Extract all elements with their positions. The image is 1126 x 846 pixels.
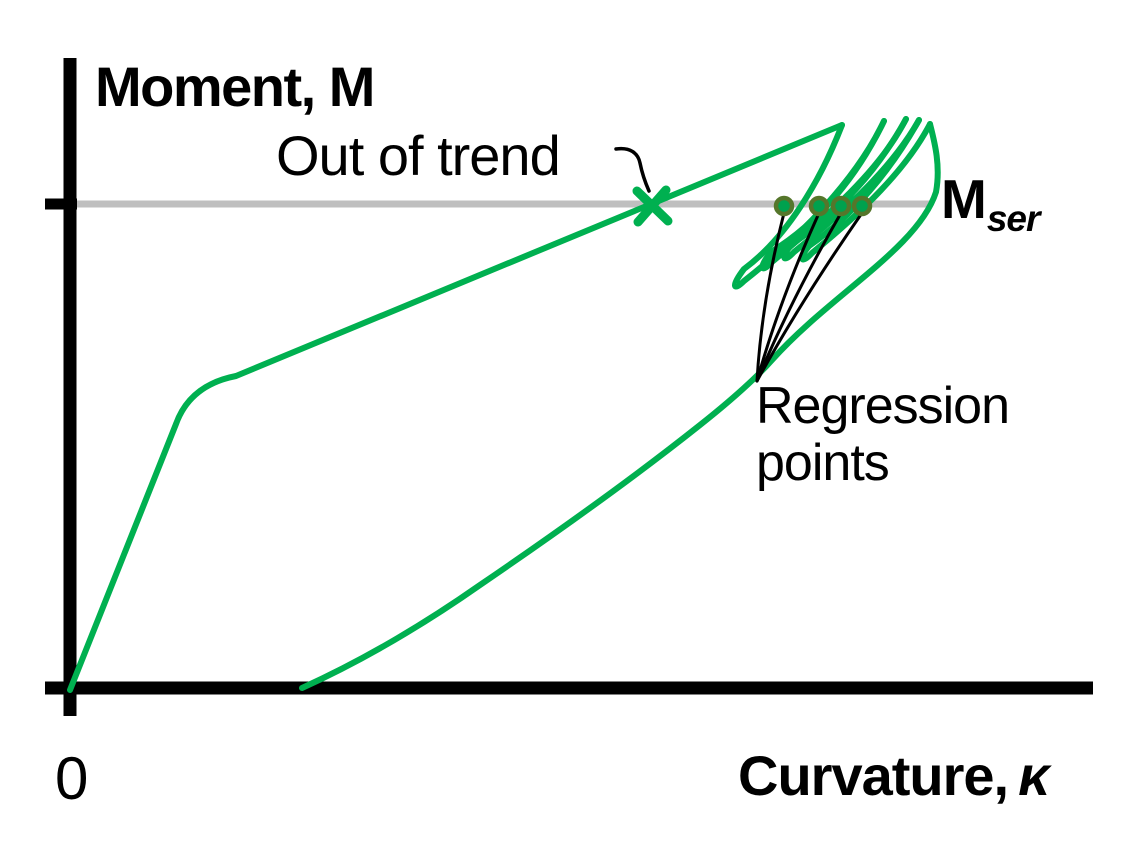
x-axis-title: Curvature,κ [738,744,1050,807]
hysteresis-loop-4 [799,117,933,263]
regression-label-line1: Regression [756,377,1010,435]
x-axis-title-base: Curvature, [738,744,1009,807]
out-of-trend-callout-line [614,146,651,193]
out-of-trend-label: Out of trend [276,124,561,187]
regression-point-dot [830,195,852,217]
mser-subscript: ser [986,198,1041,239]
kappa-symbol: κ [1018,744,1050,807]
x-marker-stroke-2 [633,185,671,227]
reloading-envelope [299,121,941,691]
regression-dots [773,195,873,217]
regression-point-dot [808,195,830,217]
mser-base: M [941,168,987,230]
loading-branch [67,122,845,693]
origin-label: 0 [55,745,89,812]
regression-line [755,211,786,383]
regression-point-dot [773,195,795,217]
hysteresis-loop-3 [781,116,922,262]
regression-points-label: Regression points [756,378,1096,492]
out-of-trend-x-marker [632,185,673,227]
hysteresis-curve [67,116,941,693]
regression-lines [755,211,864,383]
regression-label-line2: points [756,434,890,492]
regression-line [755,211,821,383]
regression-point-dot [851,195,873,217]
regression-line [755,211,864,383]
y-axis-title: Moment, M [95,55,375,118]
mser-label: Mser [941,168,1040,238]
regression-line [755,211,843,383]
axes [45,58,1093,716]
